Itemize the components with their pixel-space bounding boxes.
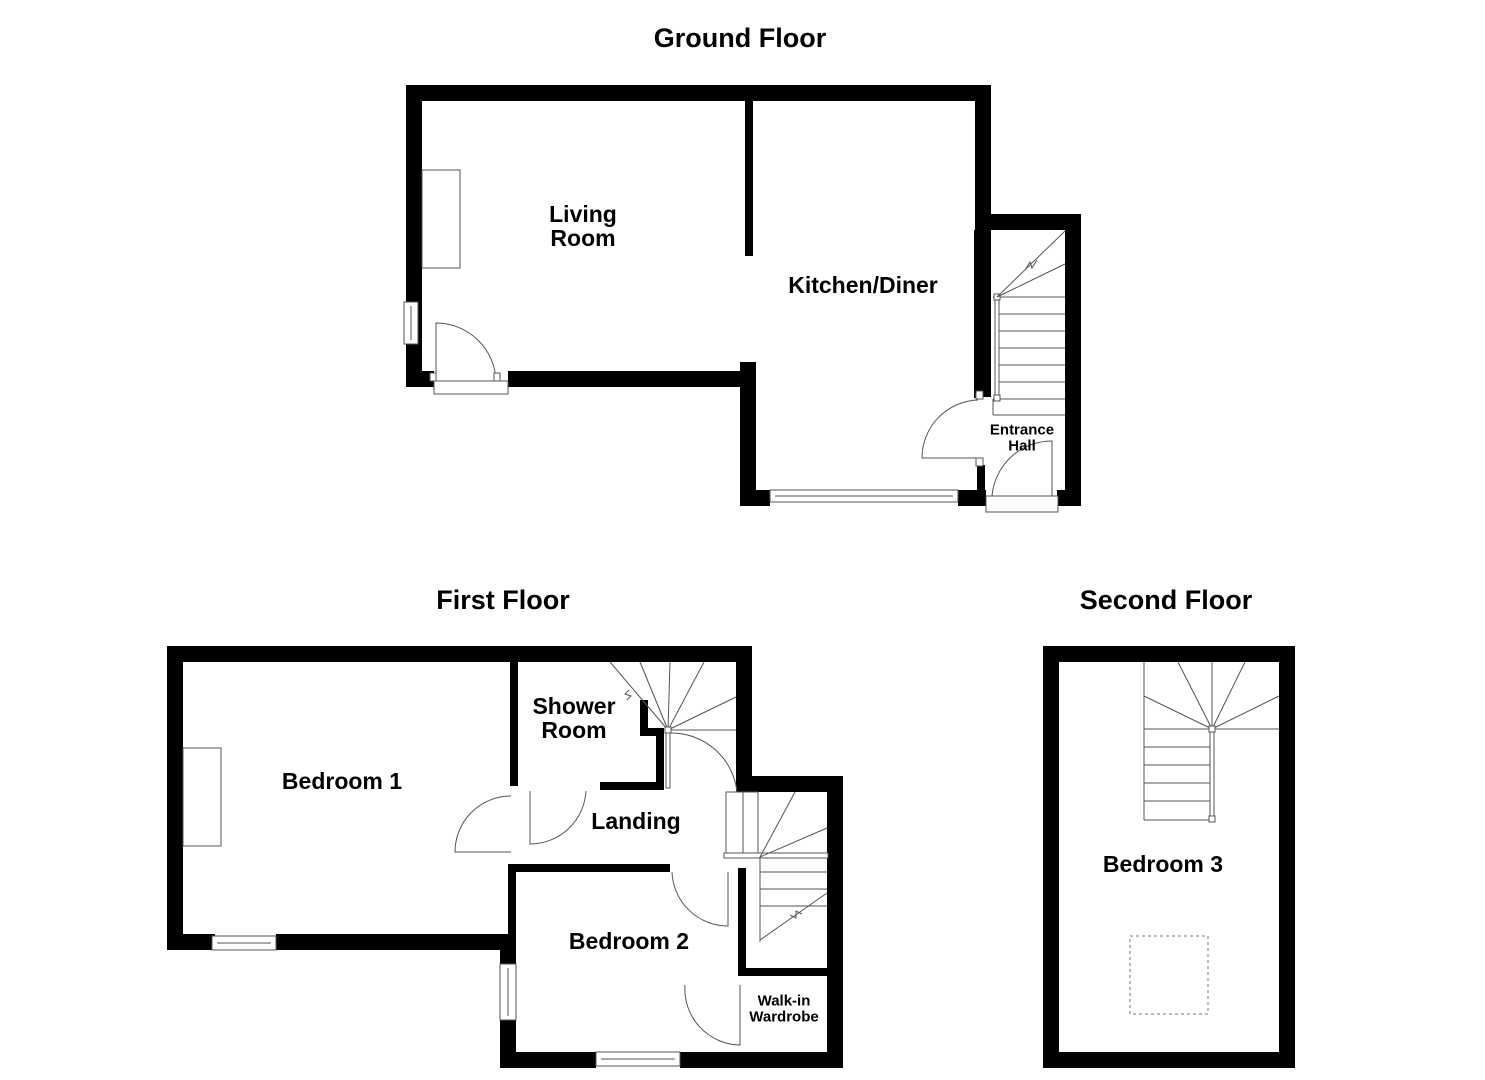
partition-wall bbox=[977, 465, 985, 495]
wall bbox=[406, 371, 434, 387]
ground-floor-title: Ground Floor bbox=[653, 22, 827, 53]
wall bbox=[406, 85, 991, 101]
door-sill bbox=[985, 495, 1059, 513]
staircase-icon bbox=[723, 791, 829, 942]
door-sill bbox=[433, 380, 509, 395]
partition-wall bbox=[974, 230, 982, 398]
room-label-shower-room: Shower Room bbox=[532, 692, 616, 743]
staircase-icon bbox=[992, 230, 1066, 416]
fireplace-icon bbox=[182, 747, 222, 847]
room-label-bedroom-2: Bedroom 2 bbox=[568, 927, 690, 954]
door-swing-icon[interactable] bbox=[435, 322, 497, 382]
ground-floor-plan bbox=[403, 85, 1081, 513]
door-swing-icon[interactable] bbox=[991, 440, 1053, 497]
wall bbox=[1065, 214, 1081, 506]
door-swing-icon[interactable] bbox=[529, 790, 587, 845]
skylight-icon bbox=[1129, 935, 1209, 1015]
wall bbox=[740, 490, 770, 506]
wall bbox=[508, 371, 756, 387]
door-swing-icon[interactable] bbox=[670, 732, 738, 793]
room-label-landing: Landing bbox=[591, 807, 681, 834]
second-floor-title: Second Floor bbox=[1079, 584, 1253, 615]
partition-wall bbox=[745, 101, 753, 256]
door-swing-icon[interactable] bbox=[921, 399, 979, 459]
break-line-icon bbox=[624, 689, 632, 701]
room-label-entrance-hall: Entrance Hall bbox=[989, 421, 1055, 454]
wall bbox=[740, 362, 756, 506]
fireplace-icon bbox=[421, 169, 461, 269]
room-label-walk-in-wardrobe: Walk-in Wardrobe bbox=[749, 992, 819, 1025]
second-floor-plan bbox=[1043, 646, 1295, 1068]
break-line-icon bbox=[789, 910, 803, 919]
wall bbox=[1057, 490, 1081, 506]
wall bbox=[975, 214, 1081, 230]
door-swing-icon[interactable] bbox=[684, 984, 741, 1046]
room-label-bedroom-1: Bedroom 1 bbox=[281, 767, 403, 794]
break-line-icon bbox=[1024, 259, 1038, 271]
staircase-icon bbox=[609, 661, 737, 789]
first-floor-plan bbox=[167, 646, 843, 1068]
staircase-icon bbox=[1143, 661, 1280, 823]
room-label-bedroom-3: Bedroom 3 bbox=[1102, 850, 1224, 877]
first-floor-title: First Floor bbox=[436, 584, 570, 615]
door-swing-icon[interactable] bbox=[454, 795, 512, 853]
room-label-kitchen-diner: Kitchen/Diner bbox=[788, 271, 938, 298]
room-label-living-room: Living Room bbox=[549, 200, 617, 251]
door-swing-icon[interactable] bbox=[671, 871, 729, 927]
